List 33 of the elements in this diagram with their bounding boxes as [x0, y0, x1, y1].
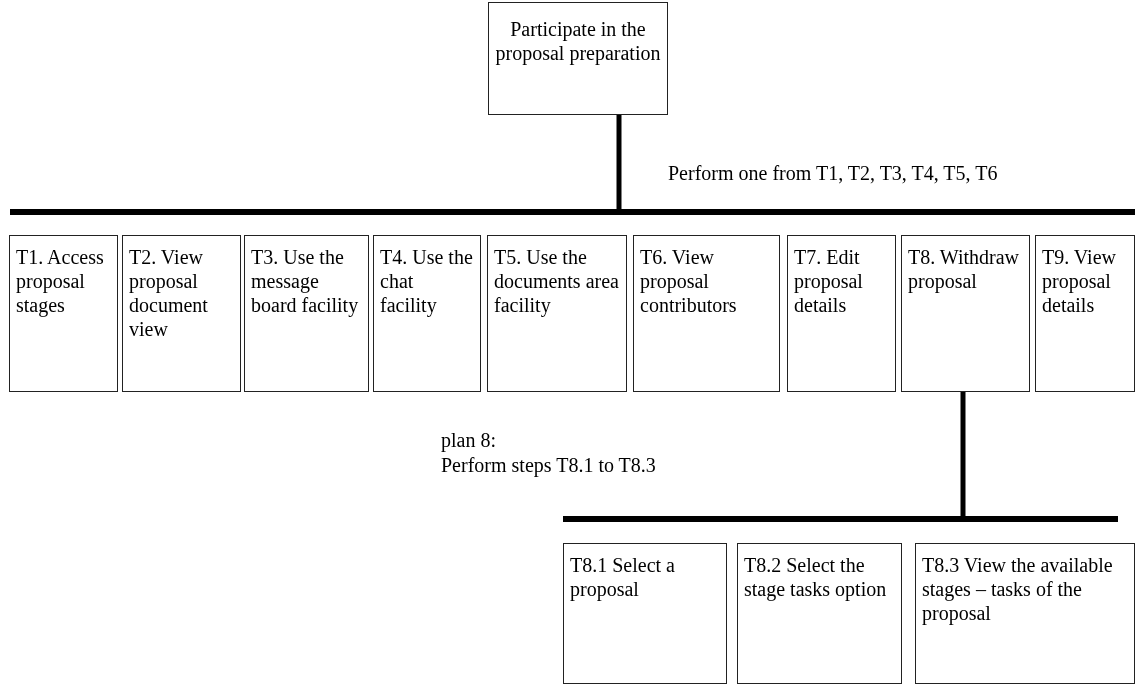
plan-note: Perform steps T8.1 to T8.3 — [441, 453, 657, 478]
connector-line — [960, 392, 966, 516]
task-text: Participate in the proposal preparation — [495, 17, 661, 65]
goal-box — [488, 2, 668, 115]
task-box — [901, 235, 1030, 392]
plan-note: Perform one from T1, T2, T3, T4, T5, T6 — [668, 161, 999, 186]
task-box — [915, 543, 1135, 684]
task-text: T7. Edit proposal details — [794, 245, 864, 317]
task-text: T2. View proposal document view — [129, 245, 209, 341]
task-text: T8.3 View the available stages – tasks of the proposal — [922, 553, 1114, 625]
task-box — [633, 235, 780, 392]
task-box — [563, 543, 727, 684]
task-box — [737, 543, 902, 684]
horizontal-bar — [563, 516, 1118, 522]
task-text: T8.2 Select the stage tasks option — [744, 553, 888, 601]
task-text: T8. Withdraw proposal — [908, 245, 1021, 293]
task-box — [787, 235, 896, 392]
task-text: T9. View proposal details — [1042, 245, 1117, 317]
task-box — [9, 235, 118, 392]
task-text: T8.1 Select a proposal — [570, 553, 676, 601]
task-text: T3. Use the message board facility — [251, 245, 360, 317]
task-box — [373, 235, 481, 392]
task-box — [122, 235, 241, 392]
connector-line — [616, 115, 622, 209]
horizontal-bar — [10, 209, 1135, 215]
plan-note: plan 8: — [441, 428, 497, 453]
task-text: T6. View proposal contributors — [640, 245, 738, 317]
task-box — [244, 235, 369, 392]
task-box — [1035, 235, 1135, 392]
task-text: T5. Use the documents area facility — [494, 245, 620, 317]
task-box — [487, 235, 627, 392]
task-text: T1. Access proposal stages — [16, 245, 105, 317]
task-text: T4. Use the chat facility — [380, 245, 474, 317]
